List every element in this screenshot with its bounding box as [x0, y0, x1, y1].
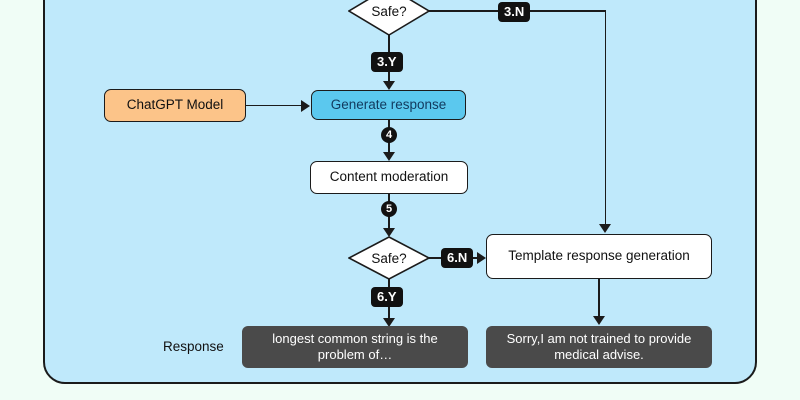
node-content-moderation[interactable]: Content moderation — [310, 161, 468, 194]
node-response-allowed-text: longest common string is the problem of… — [272, 330, 438, 362]
node-chatgpt-model[interactable]: ChatGPT Model — [104, 89, 246, 122]
node-chatgpt-model-label: ChatGPT Model — [126, 97, 224, 113]
edge-template-to-deny-arrowhead — [593, 316, 605, 325]
node-content-moderation-label: Content moderation — [329, 169, 449, 185]
edge-label-6y: 6.Y — [371, 287, 403, 308]
edge-moderation-to-safe-arrowhead — [383, 228, 395, 237]
edge-label-3y: 3.Y — [371, 52, 403, 73]
edge-model-to-generate — [246, 104, 302, 107]
edge-template-to-deny — [598, 279, 600, 319]
decision-safe-bottom[interactable]: Safe? — [348, 236, 430, 280]
edge-generate-to-moderation-arrowhead — [383, 152, 395, 161]
decision-safe-top-label: Safe? — [371, 3, 407, 19]
edge-3y-arrowhead — [383, 81, 395, 90]
edge-3n-arrowhead — [599, 224, 611, 233]
node-response-denied: Sorry,I am not trained to provide medica… — [486, 326, 712, 368]
node-template-response-generation[interactable]: Template response generation — [486, 234, 712, 279]
response-row-label: Response — [163, 339, 224, 354]
edge-6n-arrowhead — [477, 252, 486, 264]
edge-label-6n: 6.N — [441, 248, 474, 269]
step-marker-4: 4 — [381, 127, 397, 143]
decision-safe-bottom-label: Safe? — [371, 250, 407, 266]
edge-model-to-generate-arrowhead — [301, 99, 310, 112]
edge-3n-vertical — [604, 10, 607, 227]
node-template-response-generation-label: Template response generation — [508, 248, 690, 264]
node-response-denied-text: Sorry,I am not trained to provide medica… — [506, 330, 692, 362]
decision-safe-top[interactable]: Safe? — [348, 0, 430, 36]
node-generate-response-label: Generate response — [330, 96, 447, 112]
edge-6y-arrowhead — [383, 318, 395, 327]
step-marker-5: 5 — [381, 201, 397, 217]
node-generate-response[interactable]: Generate response — [311, 90, 466, 120]
node-response-allowed: longest common string is the problem of… — [242, 326, 468, 368]
edge-label-3n: 3.N — [498, 2, 531, 23]
